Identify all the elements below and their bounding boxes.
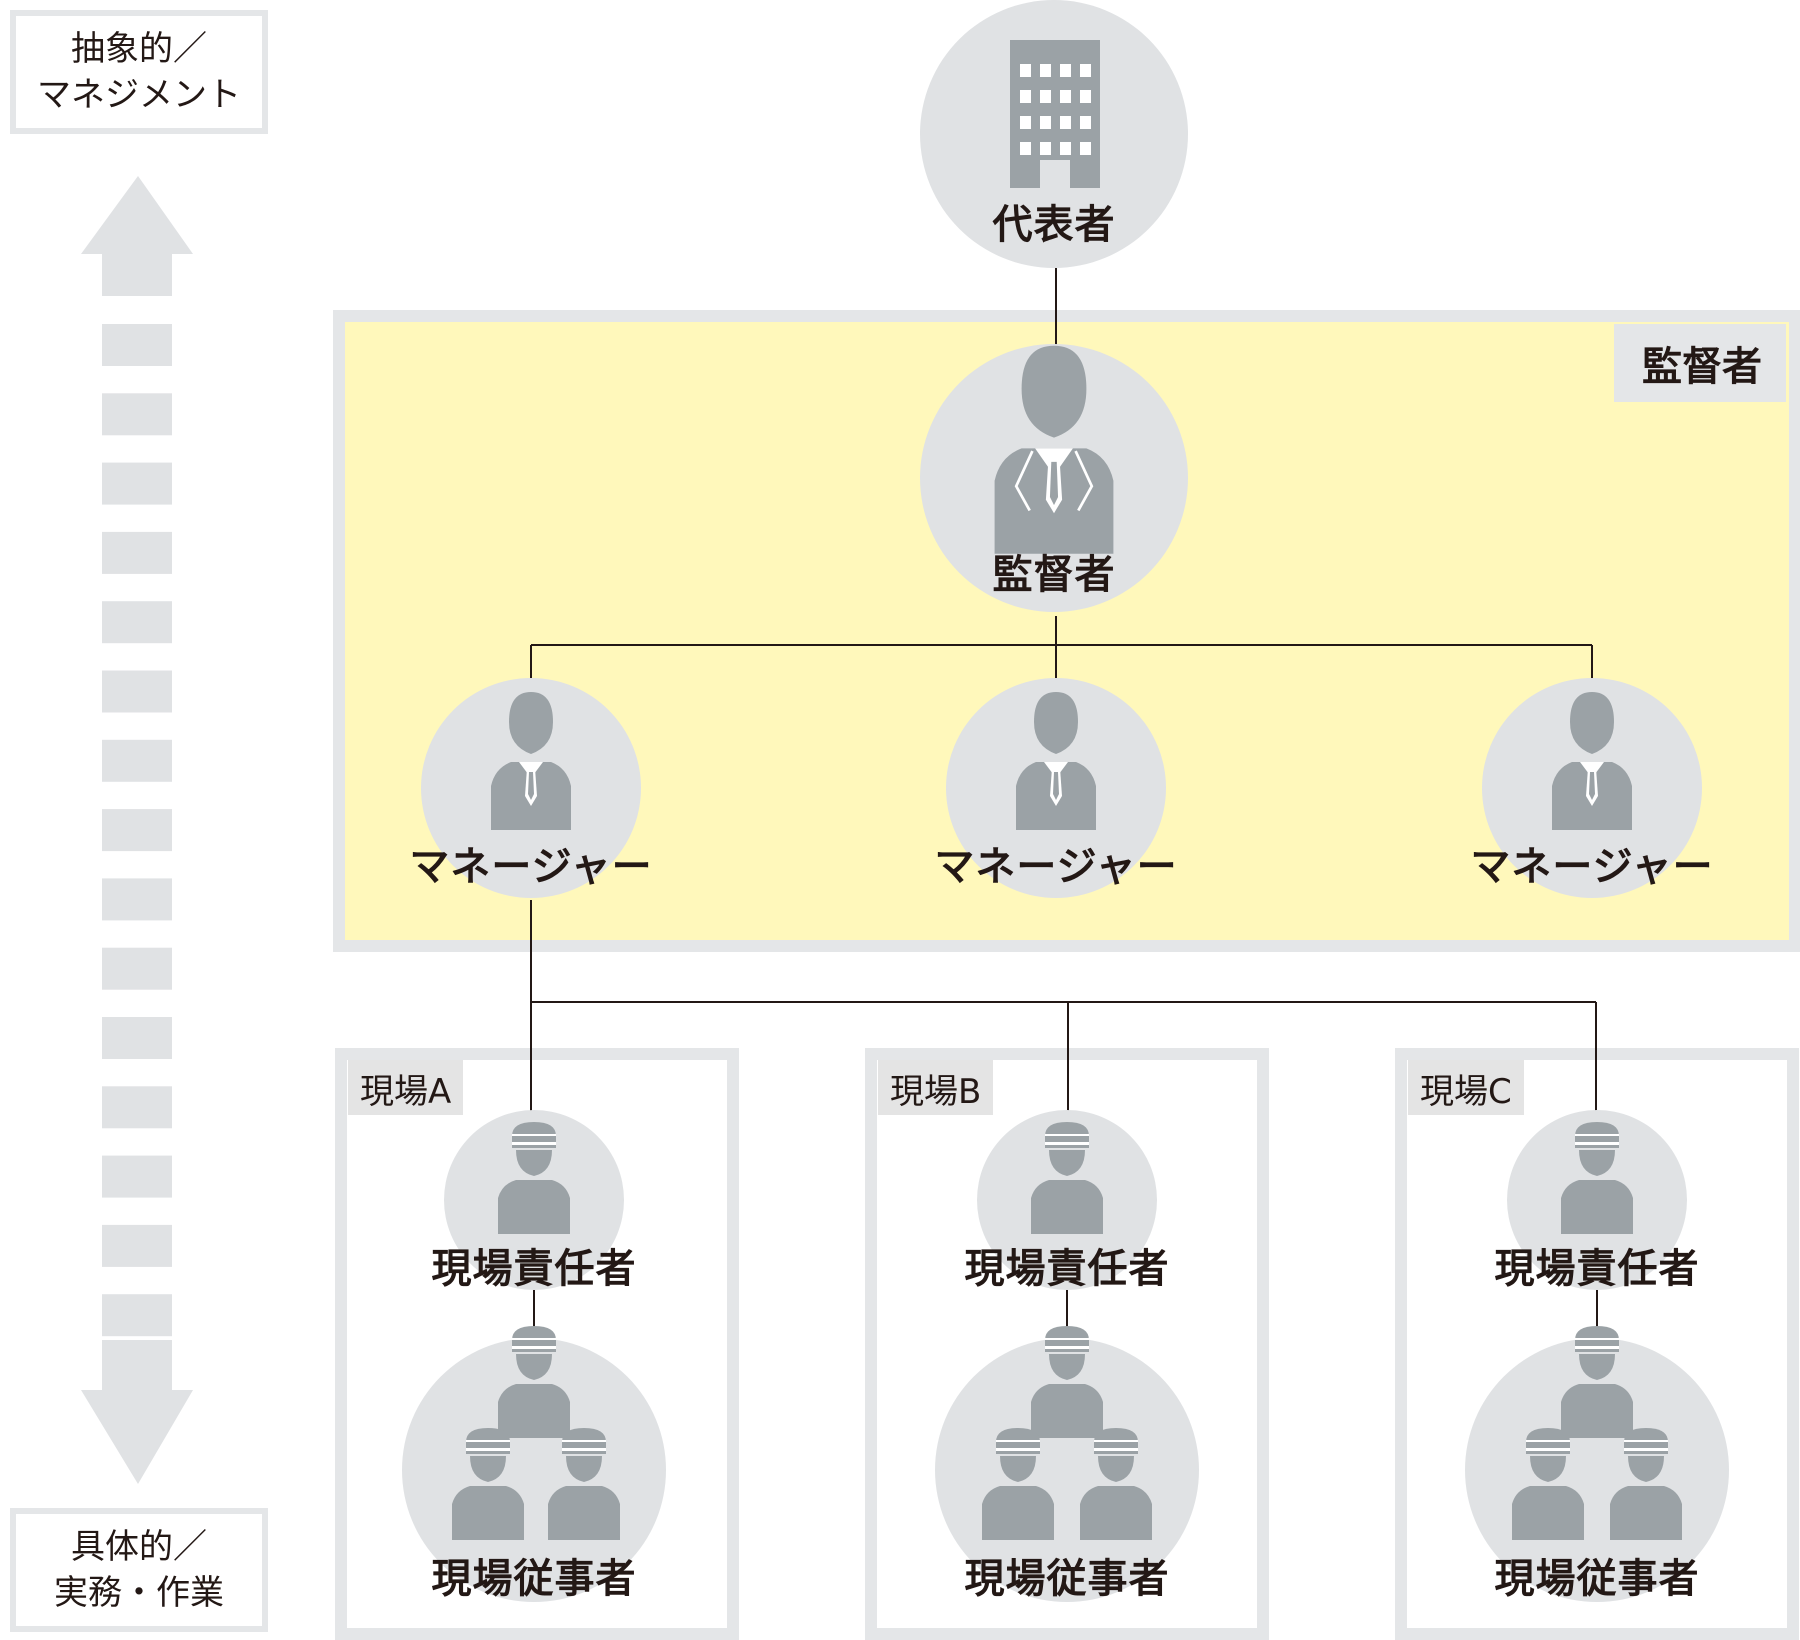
site-c-workers-node bbox=[1465, 1326, 1729, 1602]
site-a-leader-label: 現場責任者 bbox=[431, 1246, 637, 1292]
site-a-workers-node bbox=[402, 1326, 666, 1602]
manager-node-2 bbox=[946, 678, 1166, 898]
axis-dash bbox=[102, 670, 172, 713]
manager-label-1: マネージャー bbox=[409, 844, 653, 890]
axis-dash bbox=[102, 462, 172, 505]
axis-dash bbox=[102, 1224, 172, 1267]
axis-bottom-label: 具体的／ 実務・作業 bbox=[10, 1508, 268, 1632]
site-c-workers-label: 現場従事者 bbox=[1494, 1556, 1700, 1602]
manager-label-3: マネージャー bbox=[1470, 844, 1714, 890]
manager-node-3 bbox=[1482, 678, 1702, 898]
axis-dash bbox=[102, 531, 172, 574]
site-b-workers-label: 現場従事者 bbox=[964, 1556, 1170, 1602]
axis-dash bbox=[102, 739, 172, 782]
site-a-workers-label: 現場従事者 bbox=[431, 1556, 637, 1602]
axis-dash bbox=[102, 393, 172, 436]
axis-dash bbox=[102, 1017, 172, 1059]
connector-lines bbox=[530, 268, 1598, 1342]
representative-label: 代表者 bbox=[992, 202, 1116, 248]
site-c-leader-node bbox=[1507, 1110, 1687, 1290]
axis-top-label: 抽象的／ マネジメント bbox=[10, 10, 268, 134]
axis-bottom-line2: 実務・作業 bbox=[54, 1573, 224, 1613]
site-a-leader-node bbox=[444, 1110, 624, 1290]
representative-node bbox=[920, 0, 1188, 268]
axis-dash bbox=[102, 324, 172, 366]
site-b-leader-node bbox=[977, 1110, 1157, 1290]
axis-dash bbox=[102, 947, 172, 990]
axis-top-line1: 抽象的／ bbox=[71, 29, 207, 69]
axis-dash bbox=[102, 1294, 172, 1337]
region-title: 監督者 bbox=[1614, 324, 1786, 402]
site-c-tag: 現場C bbox=[1408, 1060, 1524, 1115]
supervisor-node bbox=[920, 344, 1188, 612]
axis-dash bbox=[102, 1155, 172, 1198]
axis-top-line2: マネジメント bbox=[37, 75, 241, 115]
site-c-leader-label: 現場責任者 bbox=[1494, 1246, 1700, 1292]
axis-bottom-line1: 具体的／ bbox=[71, 1527, 207, 1567]
axis-arrow bbox=[81, 176, 193, 1484]
manager-label-2: マネージャー bbox=[934, 844, 1178, 890]
building-icon bbox=[1010, 40, 1100, 188]
axis-dash bbox=[102, 809, 172, 852]
site-b-leader-label: 現場責任者 bbox=[964, 1246, 1170, 1292]
supervisor-label: 監督者 bbox=[992, 552, 1116, 598]
person-suit-icon bbox=[994, 345, 1114, 554]
manager-node-1 bbox=[421, 678, 641, 898]
axis-dash bbox=[102, 1086, 172, 1129]
axis-dash bbox=[102, 601, 172, 644]
site-b-workers-node bbox=[935, 1326, 1199, 1602]
site-b-tag: 現場B bbox=[878, 1060, 994, 1115]
axis-dash bbox=[102, 878, 172, 921]
site-a-tag: 現場A bbox=[348, 1060, 464, 1115]
